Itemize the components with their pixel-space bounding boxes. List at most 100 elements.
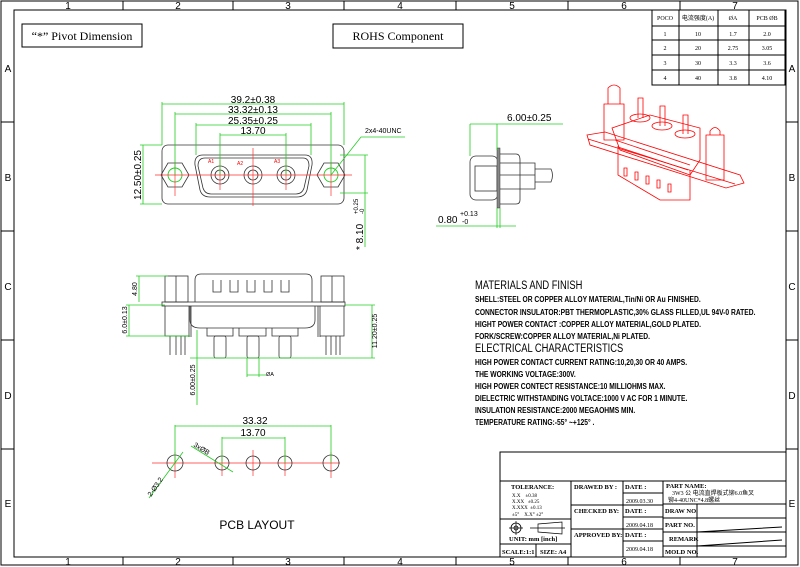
checked-by-label: CHECKED BY: bbox=[574, 508, 619, 515]
flange-dim: 0.80 bbox=[438, 215, 458, 226]
table-cell: 1 bbox=[664, 32, 667, 38]
column-label: 5 bbox=[509, 557, 515, 567]
draw-no-label: DRAW NO. bbox=[665, 508, 698, 515]
spec-table-body: 1 10 1.7 2.0 2 20 2.75 3.05 3 30 3.3 3.6… bbox=[664, 32, 773, 82]
checked-date: 2009.04.18 bbox=[626, 523, 653, 529]
scale-label: SCALE:1:1 bbox=[502, 549, 535, 556]
render-slots bbox=[623, 167, 672, 193]
electrical-line: DIELECTRIC WITHSTANDING VOLTACE:1000 V A… bbox=[475, 393, 687, 403]
pcb-mount-holes: 2-Ø3.2 bbox=[147, 477, 165, 499]
end-insulator bbox=[500, 153, 553, 205]
electrical-line: HIGH POWER CONTACT CURRENT RATING:10,20,… bbox=[475, 357, 687, 367]
title-block-grid bbox=[500, 480, 786, 557]
pcb-contact-hole bbox=[245, 455, 261, 471]
notes: MATERIALS AND FINISH SHELL:STEEL OR COPP… bbox=[475, 279, 755, 427]
column-label: 6 bbox=[621, 557, 627, 567]
table-cell: 2.75 bbox=[728, 46, 739, 52]
thread-callout: 2x4-40UNC bbox=[365, 128, 402, 135]
tolerance-line: ±5° X.X° ±2° bbox=[512, 513, 543, 518]
approved-by-label: APPROVED BY: bbox=[574, 532, 622, 539]
column-label: 1 bbox=[65, 557, 71, 567]
pcb-mount-pitch: 33.32 bbox=[242, 416, 267, 427]
render-post-left bbox=[603, 84, 625, 141]
part-no-label: PART NO. bbox=[665, 522, 695, 529]
render-contact-3-pin bbox=[682, 114, 689, 134]
row-label: E bbox=[789, 499, 796, 510]
side-view: 4.80 6.0±0.13 11.20±0.25 6.00±0.25 ØA bbox=[122, 273, 379, 405]
flange-plate bbox=[161, 301, 346, 307]
contact-label: A3 bbox=[274, 159, 280, 165]
render-contact-2 bbox=[651, 121, 673, 131]
row-labels-left: A B C D E bbox=[4, 64, 11, 510]
row-label: A bbox=[789, 64, 796, 75]
size-label: SIZE: A4 bbox=[540, 549, 567, 556]
side-dimension-lines bbox=[126, 275, 375, 405]
end-body bbox=[469, 155, 499, 201]
projection-symbol bbox=[509, 521, 565, 535]
tolerance-line: X.XXX ±0.13 bbox=[512, 506, 542, 511]
row-label: C bbox=[4, 282, 11, 293]
contact-label: A2 bbox=[237, 161, 243, 167]
nut-edges bbox=[175, 276, 333, 302]
front-dimension-lines bbox=[140, 102, 405, 247]
render-contact-2-pin bbox=[659, 105, 666, 126]
row-label: D bbox=[4, 391, 11, 402]
render-post-right bbox=[705, 127, 725, 181]
pin-length-dim: 6.00±0.25 bbox=[190, 364, 197, 395]
rohs-label: ROHS Component bbox=[352, 29, 444, 43]
rohs-box: ROHS Component bbox=[332, 23, 464, 49]
row-label: E bbox=[5, 499, 12, 510]
materials-line: HIGHT POWER CONTACT :COPPER ALLOY MATERI… bbox=[475, 319, 701, 329]
column-label: 3 bbox=[285, 1, 291, 12]
column-labels-top: 1 2 3 4 5 6 7 bbox=[65, 1, 738, 12]
date-label: DATE : bbox=[625, 484, 646, 491]
table-cell: 20 bbox=[695, 46, 701, 52]
centerlines bbox=[155, 148, 352, 206]
render-shell-lines bbox=[614, 139, 691, 171]
table-cell: 1.7 bbox=[729, 32, 737, 38]
isometric-render bbox=[586, 84, 745, 201]
inner-border bbox=[13, 9, 787, 558]
render-lower-body bbox=[617, 146, 691, 201]
unit-label: UNIT: mm [inch] bbox=[509, 536, 557, 543]
column-label: 6 bbox=[621, 1, 627, 12]
shell-width-dim: 25.35±0.25 bbox=[228, 116, 278, 127]
pcb-dimension-lines bbox=[148, 425, 332, 499]
contact-pitch-dim: 13.70 bbox=[240, 126, 265, 137]
total-height-dim: 11.20±0.25 bbox=[372, 314, 379, 349]
row-label: C bbox=[788, 282, 795, 293]
end-view: 6.00±0.25 0.80 +0.13 -0 bbox=[436, 113, 563, 228]
spec-table: POCO 电流强度(A) ØA PCB ØB 1 10 1.7 2.0 2 20… bbox=[651, 9, 786, 86]
pivot-dim: * 8.10 +0.25 -0 bbox=[354, 198, 366, 250]
row-labels-right: A B C D E bbox=[788, 64, 795, 510]
part-name-line: 铆4-40UNC*4.8螺丝 bbox=[668, 496, 720, 504]
flange-tol-minus: -0 bbox=[462, 219, 468, 226]
height-dim: 12.50±0.25 bbox=[133, 150, 144, 200]
shell-top bbox=[194, 273, 313, 302]
column-labels-bottom: 1 2 3 4 5 6 7 bbox=[65, 557, 738, 567]
header-cell: 电流强度(A) bbox=[682, 14, 714, 22]
table-cell: 30 bbox=[695, 61, 701, 67]
render-shell bbox=[611, 114, 701, 176]
end-dimension-lines bbox=[436, 123, 563, 228]
electrical-line: INSULATION RESISTANCE:2000 MEGAOHMS MIN. bbox=[475, 405, 635, 415]
row-label: A bbox=[5, 64, 12, 75]
tolerance-label: TOLERANCE: bbox=[511, 484, 554, 491]
date-label: DATE : bbox=[625, 532, 646, 539]
pivot-dimension-label: “*” Pivot Dimension bbox=[32, 29, 133, 43]
contact-pin-2 bbox=[246, 335, 260, 359]
electrical-line: HIGH POWER CONTECT RESISTANCE:10 MILLIOH… bbox=[475, 381, 665, 391]
materials-heading: MATERIALS AND FINISH bbox=[475, 279, 582, 292]
table-cell: 3.6 bbox=[763, 61, 771, 67]
shell-contact-slots bbox=[212, 280, 290, 293]
electrical-line: TEMPERATURE RATING:-55° ~+125° . bbox=[475, 417, 594, 427]
table-cell: 2 bbox=[664, 46, 667, 52]
materials-line: FORK/SCREW:COPPER ALLOY MATERIAL,Ni PLAT… bbox=[475, 331, 650, 341]
column-label: 7 bbox=[732, 557, 738, 567]
electrical-heading: ELECTRICAL CHARACTERISTICS bbox=[475, 342, 623, 355]
table-cell: 3.05 bbox=[762, 46, 773, 52]
pcb-layout: 33.32 13.70 3xØB 2-Ø3.2 PCB LAYOUT bbox=[147, 416, 340, 532]
